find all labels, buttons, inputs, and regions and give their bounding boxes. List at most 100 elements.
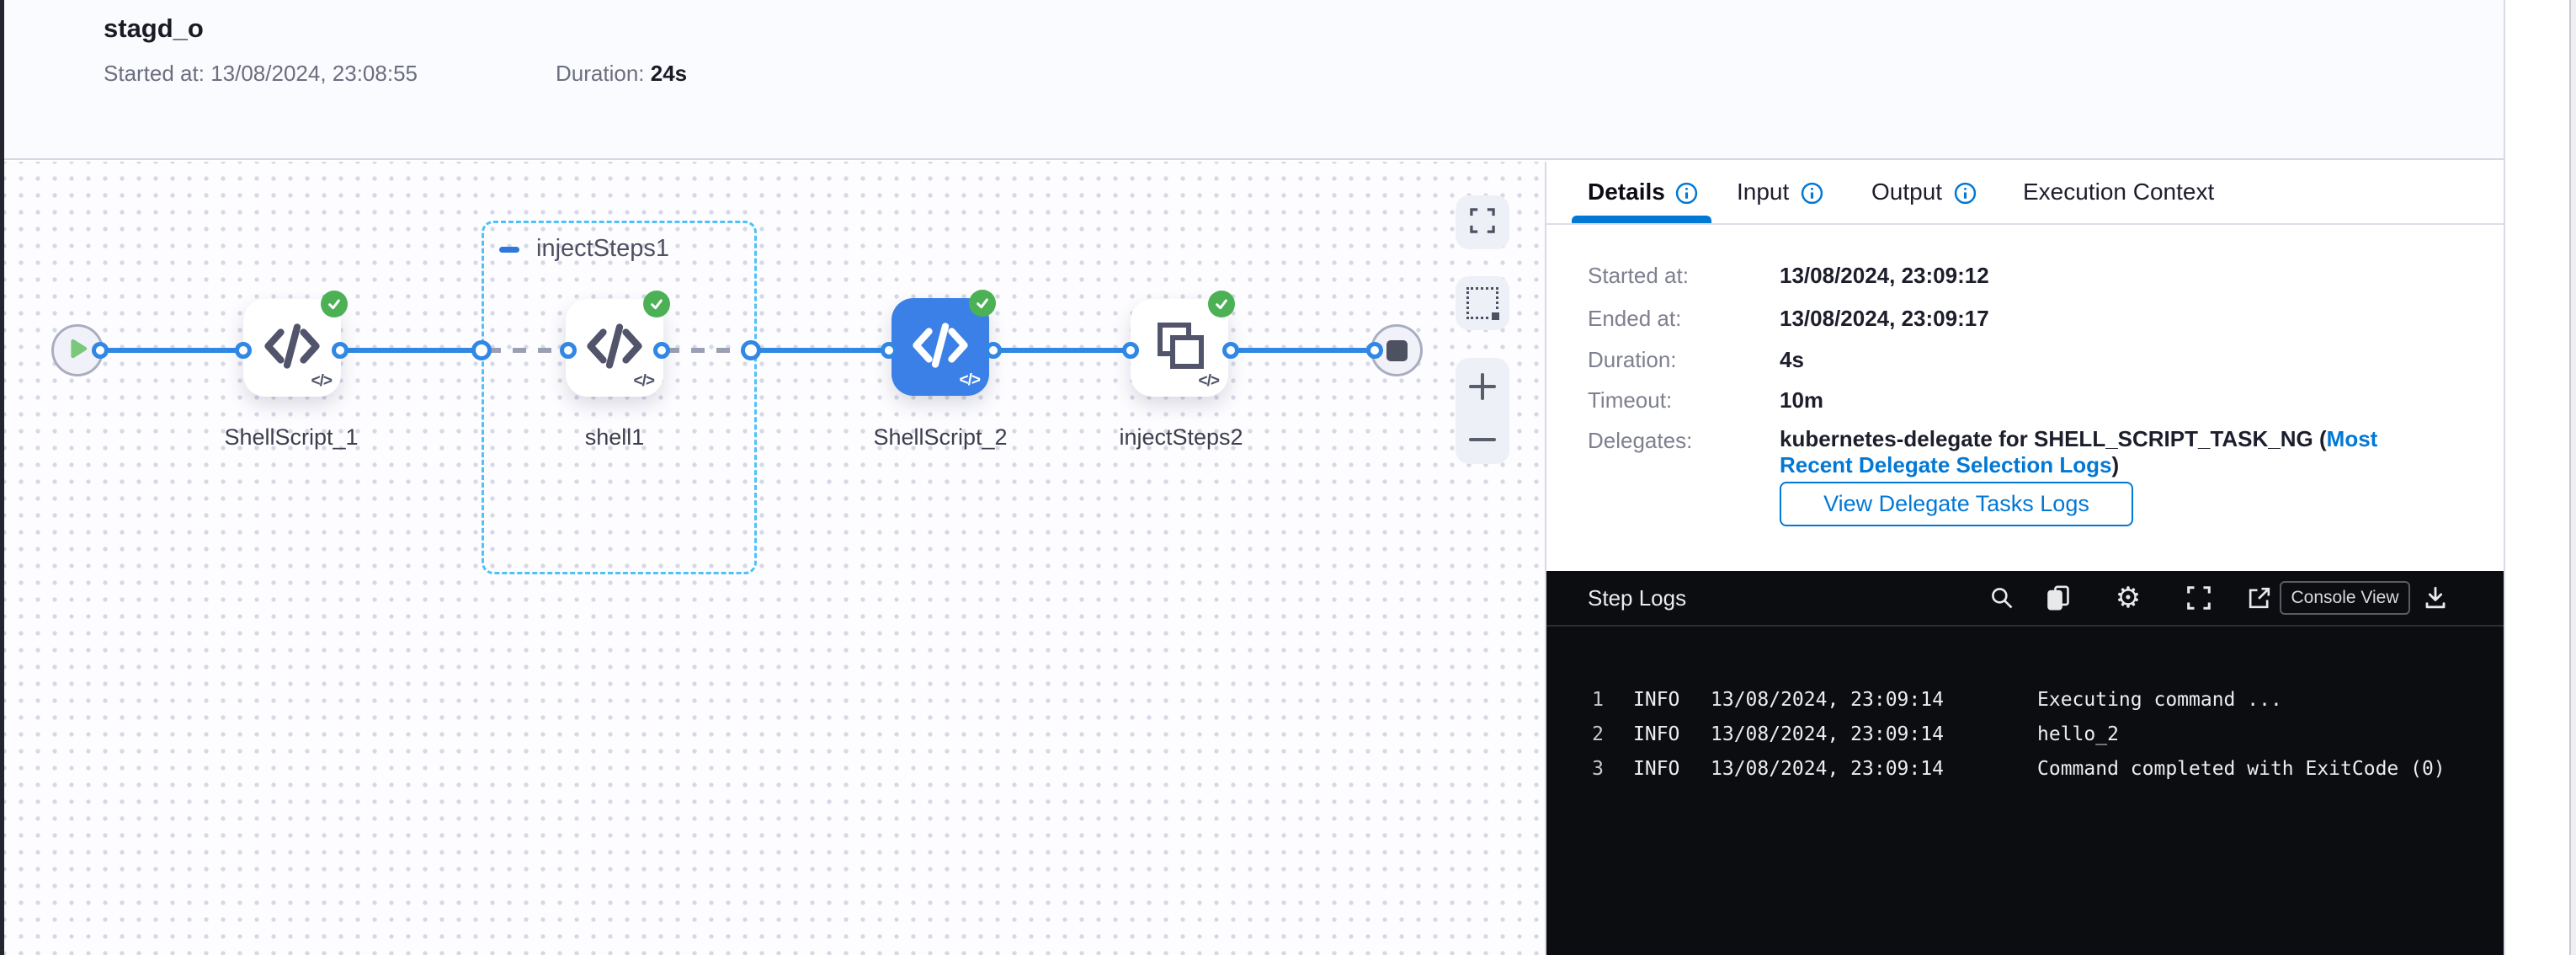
log-message: Executing command ... <box>2037 689 2282 711</box>
settings-gear-icon[interactable]: ⚙ <box>2115 581 2142 615</box>
node-shellscript-1[interactable]: </> <box>243 291 348 397</box>
edge-start-to-shellscript1 <box>97 348 250 353</box>
tab-input[interactable]: Input <box>1737 179 1790 205</box>
port[interactable] <box>235 342 252 359</box>
node-label-shell1[interactable]: shell1 <box>584 424 645 450</box>
log-timestamp: 13/08/2024, 23:09:14 <box>1711 758 1944 780</box>
node-label-shellscript-1[interactable]: ShellScript_1 <box>224 424 359 450</box>
edge-injectsteps2-to-end <box>1233 348 1383 353</box>
zoom-in-button[interactable] <box>1468 372 1497 405</box>
active-tab-underline <box>1572 216 1711 223</box>
detail-label: Timeout: <box>1588 387 1673 413</box>
port[interactable] <box>1366 342 1383 359</box>
port[interactable] <box>1122 342 1139 359</box>
port[interactable] <box>471 340 492 360</box>
node-label-injectsteps2[interactable]: injectSteps2 <box>1119 424 1243 450</box>
info-icon[interactable] <box>1954 182 1977 209</box>
selection-box-icon <box>1466 287 1501 322</box>
log-level: INFO <box>1633 723 1680 745</box>
port[interactable] <box>560 342 577 359</box>
started-at-meta: Started at: 13/08/2024, 23:08:55 <box>104 61 418 87</box>
multi-select-button[interactable] <box>1456 276 1509 330</box>
delegate-name-end: ) <box>2111 452 2120 478</box>
log-level: INFO <box>1633 689 1680 711</box>
expand-fullscreen-icon[interactable] <box>2184 583 2214 613</box>
fullscreen-icon <box>1469 207 1496 238</box>
delegates-value: kubernetes-delegate for SHELL_SCRIPT_TAS… <box>1780 426 2428 478</box>
duration-value: 24s <box>650 61 688 86</box>
log-timestamp: 13/08/2024, 23:09:14 <box>1711 723 1944 745</box>
port[interactable] <box>985 342 1002 359</box>
edge-shellscript2-to-injectsteps2 <box>996 348 1136 353</box>
logs-header-divider <box>1546 625 2504 627</box>
log-message: hello_2 <box>2037 723 2119 745</box>
edge-shell1-to-group <box>666 348 753 353</box>
left-edge-strip <box>0 0 4 955</box>
tabs-divider <box>1546 223 2504 225</box>
port[interactable] <box>1222 342 1239 359</box>
info-icon[interactable] <box>1675 182 1698 209</box>
stage-header: stagd_o Started at: 13/08/2024, 23:08:55… <box>4 0 2504 160</box>
detail-value: 13/08/2024, 23:09:17 <box>1780 306 1989 331</box>
port[interactable] <box>881 342 897 359</box>
zoom-out-button[interactable] <box>1468 434 1497 450</box>
success-badge-icon <box>969 290 996 317</box>
shell-script-type-glyph: </> <box>633 372 656 390</box>
node-injectsteps2[interactable]: </> <box>1131 291 1235 397</box>
edge-group-to-shellscript2 <box>753 348 895 353</box>
tab-output[interactable]: Output <box>1871 179 1943 205</box>
step-group-label[interactable]: injectSteps1 <box>536 235 669 262</box>
collapse-group-icon[interactable] <box>499 247 519 253</box>
step-details-panel: Details Input Output Execution Context S… <box>1546 162 2504 955</box>
view-delegate-tasks-logs-button[interactable]: View Delegate Tasks Logs <box>1780 482 2133 526</box>
port[interactable] <box>653 342 670 359</box>
console-view-button[interactable]: Console View <box>2280 581 2410 615</box>
step-group-copy-icon <box>1152 318 1207 378</box>
scrollbar-track-line <box>2569 0 2571 955</box>
fit-to-screen-button[interactable] <box>1456 195 1509 249</box>
play-icon <box>63 334 92 367</box>
copy-icon[interactable] <box>2043 583 2073 613</box>
started-at-label: Started at: <box>104 61 205 86</box>
search-icon[interactable] <box>1987 583 2017 613</box>
detail-value: 13/08/2024, 23:09:12 <box>1780 263 1989 288</box>
success-badge-icon <box>1208 291 1235 317</box>
tab-details[interactable]: Details <box>1588 179 1665 205</box>
delegates-label: Delegates: <box>1588 428 1693 453</box>
code-icon <box>262 320 322 376</box>
log-level: INFO <box>1633 758 1680 780</box>
node-shellscript-2-selected[interactable]: </> <box>891 290 996 396</box>
page-scroll-gutter[interactable] <box>2504 0 2576 955</box>
port[interactable] <box>741 340 761 360</box>
port[interactable] <box>332 342 349 359</box>
started-at-value: 13/08/2024, 23:08:55 <box>210 61 418 86</box>
code-icon <box>584 320 645 376</box>
panel-divider <box>1545 162 1546 955</box>
stage-title: stagd_o <box>104 13 204 43</box>
duration-label: Duration: <box>556 61 645 86</box>
open-in-new-tab-icon[interactable] <box>2244 583 2275 613</box>
log-timestamp: 13/08/2024, 23:09:14 <box>1711 689 1944 711</box>
log-line-number: 1 <box>1592 689 1604 711</box>
step-group-injectsteps1[interactable] <box>482 221 757 574</box>
info-icon[interactable] <box>1801 182 1823 209</box>
tab-execution-context[interactable]: Execution Context <box>2023 179 2215 205</box>
detail-label: Started at: <box>1588 263 1689 288</box>
edge-shellscript1-to-group <box>343 348 487 353</box>
pipeline-graph-canvas[interactable]: injectSteps1 </> </> <box>4 162 1545 955</box>
node-shell1[interactable]: </> <box>566 291 670 397</box>
port[interactable] <box>92 342 109 359</box>
shell-script-type-glyph: </> <box>959 371 982 389</box>
delegate-selection-logs-link[interactable]: Most Recent Delegate Selection Logs <box>1780 426 2378 478</box>
success-badge-icon <box>321 291 348 317</box>
delegate-name: kubernetes-delegate for SHELL_SCRIPT_TAS… <box>1780 426 2327 451</box>
download-logs-icon[interactable] <box>2420 583 2451 613</box>
log-message: Command completed with ExitCode (0) <box>2037 758 2446 780</box>
duration-meta: Duration: 24s <box>556 61 687 87</box>
detail-label: Duration: <box>1588 347 1677 372</box>
node-label-shellscript-2[interactable]: ShellScript_2 <box>873 424 1008 450</box>
log-line-number: 3 <box>1592 758 1604 780</box>
detail-value: 10m <box>1780 387 1824 413</box>
shell-script-type-glyph: </> <box>311 372 333 390</box>
scrollbar-edge <box>2571 0 2576 955</box>
